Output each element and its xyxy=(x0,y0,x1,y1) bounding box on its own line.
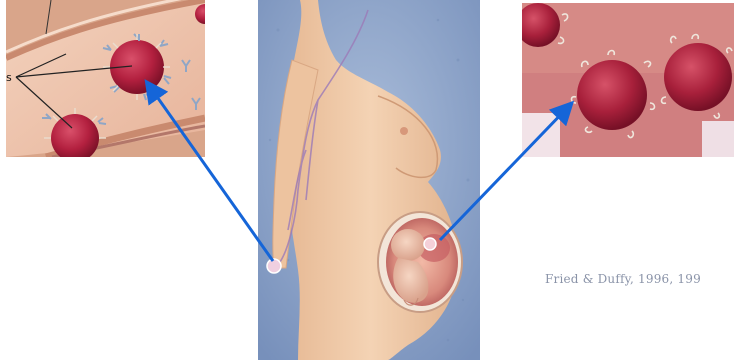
nipple-detail xyxy=(400,127,408,135)
center-illustration-svg xyxy=(258,0,480,360)
arm-marker xyxy=(267,259,281,273)
womb-cutaway xyxy=(378,212,462,312)
left-inset-illustration: s xyxy=(6,0,205,157)
pregnant-woman-illustration xyxy=(258,0,480,360)
pointer-label: s xyxy=(6,71,12,84)
right-inset-illustration xyxy=(522,3,734,157)
infected-red-cell-icon xyxy=(103,34,171,100)
right-inset-placenta xyxy=(522,3,734,157)
left-inset-blood-vessel: s xyxy=(6,0,205,157)
infected-red-cell-icon xyxy=(664,43,732,111)
infected-red-cell-icon xyxy=(577,60,647,130)
citation-text: Fried & Duffy, 1996, 199 xyxy=(545,272,701,286)
placenta-marker xyxy=(424,238,436,250)
